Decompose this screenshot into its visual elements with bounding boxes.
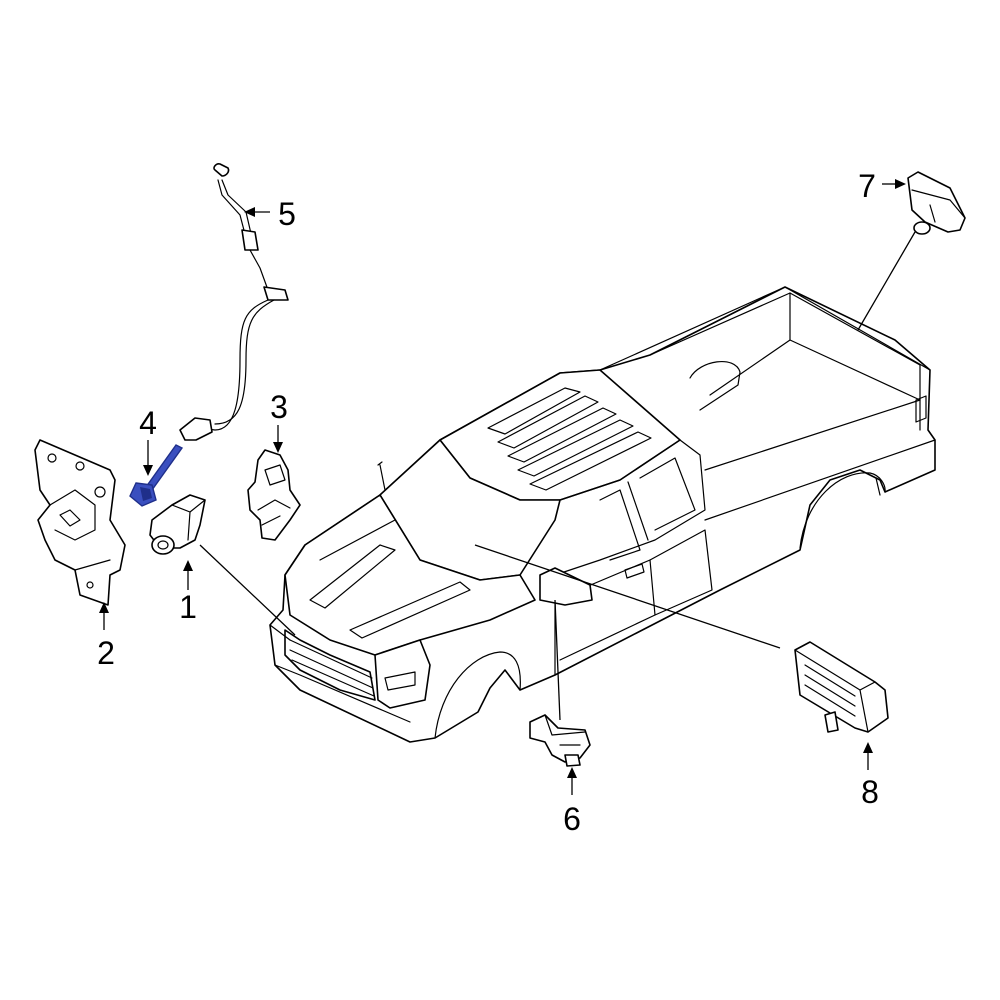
callout-6: 6 xyxy=(563,801,581,837)
callout-8: 8 xyxy=(861,774,879,810)
callout-labels: 1 2 3 4 5 6 7 8 xyxy=(97,168,879,837)
callout-2: 2 xyxy=(97,635,115,671)
callout-3: 3 xyxy=(270,389,288,425)
part-7-sensor xyxy=(907,171,966,235)
leader-1 xyxy=(199,544,296,636)
leader-8 xyxy=(474,544,781,649)
part-1-sensor xyxy=(149,494,206,555)
callout-5: 5 xyxy=(278,196,296,232)
callout-7: 7 xyxy=(858,168,876,204)
leader-6 xyxy=(554,599,561,721)
callout-1: 1 xyxy=(179,589,197,625)
part-5-wiring-harness xyxy=(179,163,289,441)
callout-arrows xyxy=(99,179,906,795)
truck-body xyxy=(269,286,936,743)
part-2-bracket xyxy=(34,439,126,606)
callout-4: 4 xyxy=(139,405,157,441)
part-6-sensor xyxy=(529,714,591,767)
leader-lines xyxy=(199,231,916,721)
part-3-sensor-bracket xyxy=(247,449,301,541)
part-4-bolt xyxy=(129,444,184,507)
part-8-module xyxy=(794,641,889,733)
leader-7 xyxy=(857,231,916,331)
